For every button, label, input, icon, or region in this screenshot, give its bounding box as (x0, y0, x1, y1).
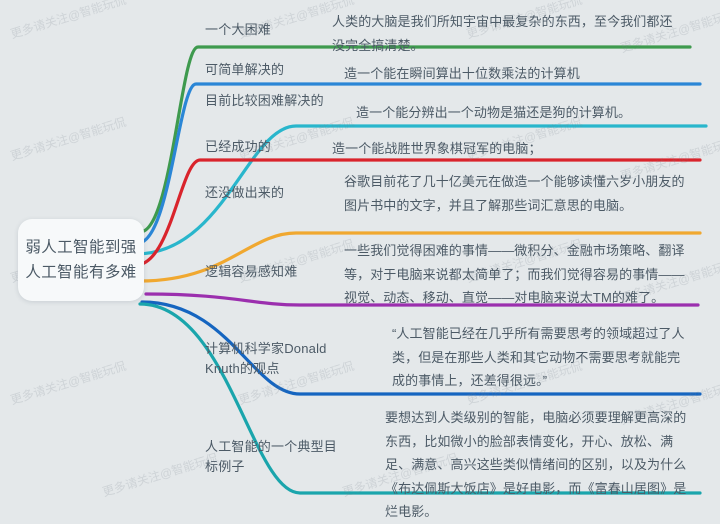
branch-line-7 (138, 302, 702, 495)
branch-topic-1[interactable]: 可简单解决的 (205, 62, 285, 77)
branch-topic-3[interactable]: 已经成功的 (205, 139, 272, 154)
branch-line-2 (134, 124, 708, 256)
branch-topic-4[interactable]: 还没做出来的 (205, 185, 285, 200)
branch-detail-3: 造一个能战胜世界象棋冠军的电脑； (332, 141, 542, 156)
branch-line-4 (138, 231, 702, 283)
branch-topic-7[interactable]: 人工智能的一个典型目标例子 (205, 439, 338, 474)
branch-line-0 (138, 45, 692, 234)
branch-topic-6[interactable]: 计算机科学家Donald Knuth的观点 (205, 341, 327, 376)
branch-detail-6: “人工智能已经在几乎所有需要思考的领域超过了人类，但是在那些人类和其它动物不需要… (392, 326, 685, 388)
branch-topic-5[interactable]: 逻辑容易感知难 (205, 264, 298, 279)
branch-line-5 (144, 292, 700, 307)
branch-detail-4: 谷歌目前花了几十亿美元在做造一个能够读懂六岁小朋友的图片书中的文字，并且了解那些… (344, 174, 685, 213)
branch-topic-2[interactable]: 目前比较困难解决的 (205, 93, 324, 108)
branch-detail-1: 造一个能在瞬间算出十位数乘法的计算机 (344, 66, 580, 81)
branch-line-1 (136, 82, 702, 245)
branch-detail-2: 造一个能分辨出一个动物是猫还是狗的计算机。 (356, 105, 632, 120)
branch-detail-0: 人类的大脑是我们所知宇宙中最复杂的东西，至今我们都还没完全搞清楚。 (332, 14, 673, 53)
branch-detail-5: 一些我们觉得困难的事情——微积分、金融市场策略、翻译等，对于电脑来说都太简单了；… (344, 243, 685, 305)
central-topic-label: 弱人工智能到强人工智能有多难 (25, 239, 137, 281)
branch-topic-0[interactable]: 一个大困难 (205, 22, 272, 37)
branch-line-6 (140, 300, 702, 396)
branch-line-3 (134, 158, 702, 267)
branch-detail-7: 要想达到人类级别的智能，电脑必须要理解更高深的东西，比如微小的脸部表情变化，开心… (385, 410, 687, 519)
central-topic-node[interactable]: 弱人工智能到强人工智能有多难 (18, 219, 144, 301)
